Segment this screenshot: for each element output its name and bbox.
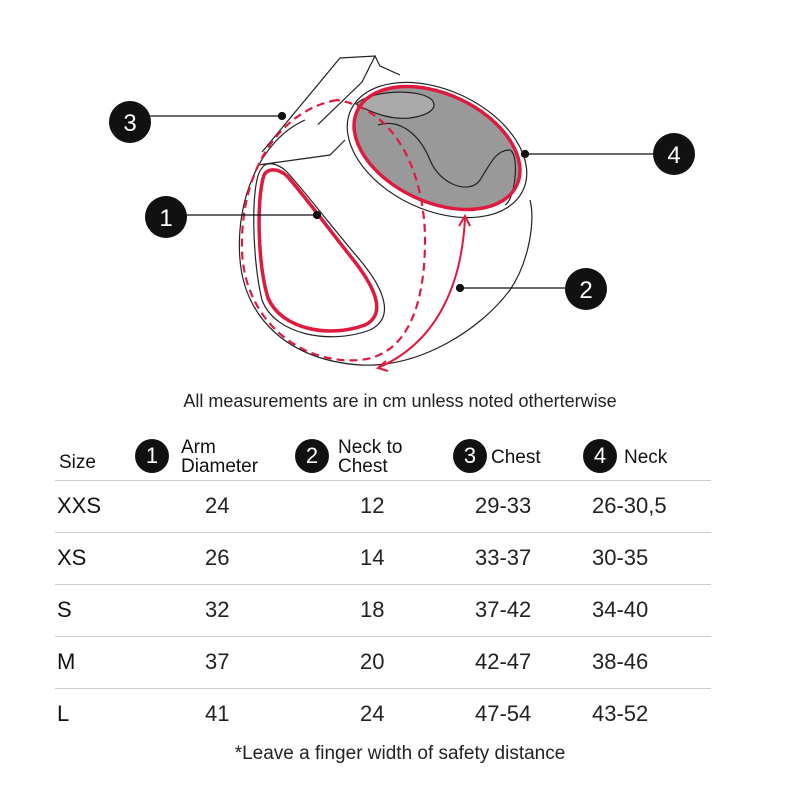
header-neck-badge: 4 [583, 439, 617, 473]
size-cell: S [57, 597, 72, 622]
header-size: Size [59, 452, 96, 473]
table-row: L 41 24 47-54 43-52 [55, 688, 711, 741]
chest-cell: 42-47 [475, 649, 532, 674]
footnote: *Leave a finger width of safety distance [234, 743, 566, 764]
neck-cell: 43-52 [592, 701, 649, 726]
callout-2-label: 2 [579, 277, 592, 304]
table-row: M 37 20 42-47 38-46 [55, 636, 711, 689]
chest-cell: 29-33 [475, 493, 532, 518]
callout-1-label: 1 [159, 205, 172, 232]
chest-cell: 37-42 [475, 597, 532, 622]
arm-cell: 37 [205, 649, 230, 674]
neck-cell: 30-35 [592, 545, 649, 570]
size-cell: XXS [57, 493, 102, 518]
table-row: XXS 24 12 29-33 26-30,5 [55, 480, 711, 533]
neck-to-chest-cell: 12 [360, 493, 385, 518]
chest-line [240, 98, 427, 362]
neck-to-chest-cell: 20 [360, 649, 385, 674]
arm-line [257, 168, 379, 333]
neck-to-chest-line [379, 217, 466, 368]
neck-to-chest-cell: 24 [360, 701, 385, 726]
neck-to-chest-cell: 14 [360, 545, 385, 570]
table-row: XS 26 14 33-37 30-35 [55, 532, 711, 585]
header-neck-to-chest-badge: 2 [295, 439, 329, 473]
arm-cell: 26 [205, 545, 230, 570]
header-arm-line1: Arm [181, 437, 216, 458]
callout-1 [145, 196, 187, 238]
header-neck-to-chest-line1: Neck to [338, 437, 403, 458]
arm-cell: 32 [205, 597, 230, 622]
table-row: S 32 18 37-42 34-40 [55, 584, 711, 637]
callout-3 [109, 101, 151, 143]
callout-4 [653, 133, 695, 175]
size-cell: XS [57, 545, 87, 570]
chest-cell: 33-37 [475, 545, 532, 570]
neck-cell: 38-46 [592, 649, 649, 674]
header-chest: Chest [491, 447, 541, 468]
arm-cell: 41 [205, 701, 230, 726]
callout-2 [565, 268, 607, 310]
callout-badges: 3 1 4 2 [109, 101, 695, 310]
header-arm: Arm Diameter [181, 438, 258, 476]
header-arm-line2: Diameter [181, 456, 259, 477]
chest-cell: 47-54 [475, 701, 532, 726]
callout-leaders [150, 111, 654, 293]
header-neck-to-chest-line2: Chest [338, 456, 388, 477]
neck-cell: 26-30,5 [592, 493, 667, 518]
size-cell: L [57, 701, 70, 726]
arm-cell: 24 [205, 493, 230, 518]
measurement-lines [240, 84, 522, 372]
header-chest-badge: 3 [453, 439, 487, 473]
neck-cell: 34-40 [592, 597, 649, 622]
header-arm-badge: 1 [135, 439, 169, 473]
measurement-note: All measurements are in cm unless noted … [183, 391, 617, 411]
callout-3-label: 3 [123, 110, 136, 137]
size-cell: M [57, 649, 76, 674]
harness-diagram: 3 1 4 2 [109, 55, 695, 372]
neck-to-chest-cell: 18 [360, 597, 385, 622]
header-neck-to-chest: Neck to Chest [338, 438, 402, 476]
neck-line [352, 84, 522, 212]
callout-4-label: 4 [667, 142, 680, 169]
header-neck: Neck [624, 447, 668, 468]
